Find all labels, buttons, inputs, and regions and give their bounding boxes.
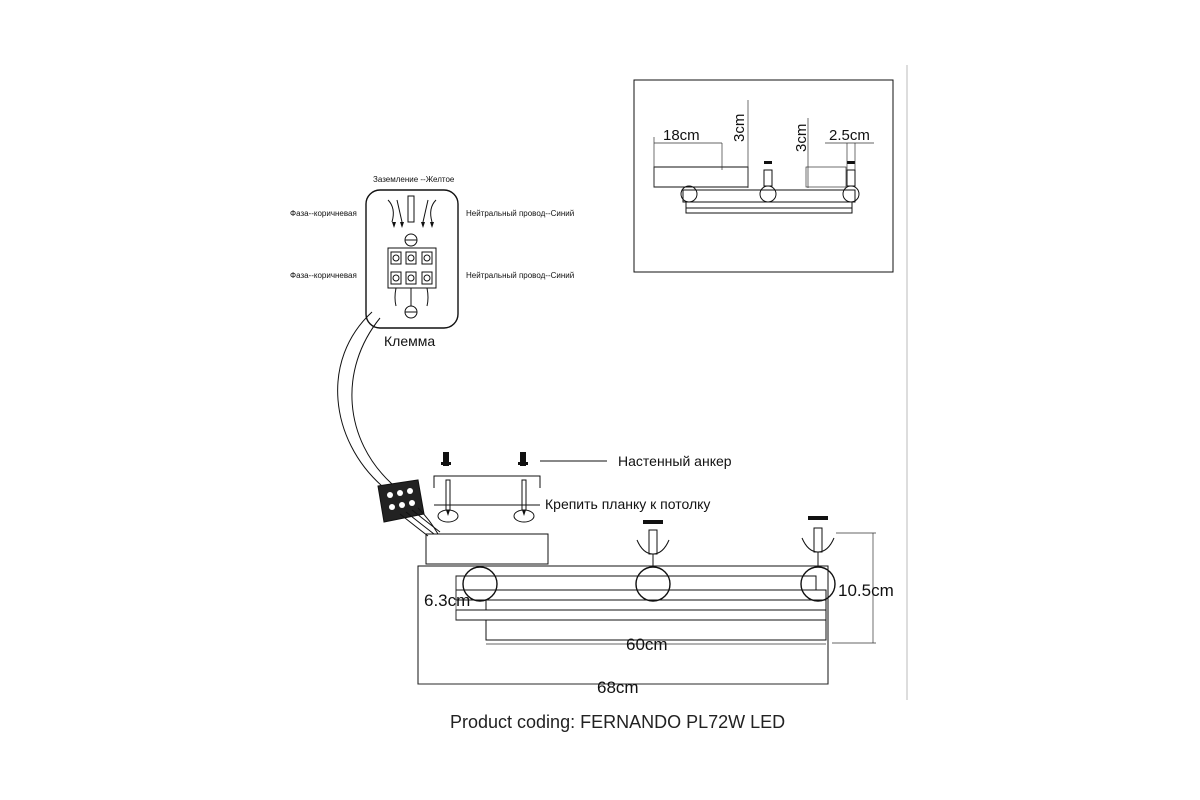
cable-inner: [351, 317, 393, 485]
inset-dim-25: 2.5cm: [829, 127, 870, 144]
bracket-label: Крепить планку к потолку: [545, 496, 710, 512]
inset-bar: [682, 189, 856, 203]
stem-right: [801, 516, 835, 567]
wire-connector: [377, 479, 441, 537]
inset-cap-right: [847, 161, 855, 164]
dim-inner-width: 60cm: [626, 635, 668, 654]
dim-height-left: 6.3cm: [424, 591, 470, 610]
mounting-hardware: Настенный анкер Крепить планку к потолку: [433, 452, 732, 523]
neutral-label-top: Нейтральный провод--Синий: [466, 209, 574, 218]
inset-frame: [633, 79, 894, 273]
inset-dim-18: 18cm: [663, 127, 700, 144]
inset-shade-left: [653, 166, 749, 188]
inset-panel: 18cm 3cm 3cm 2.5cm: [633, 79, 894, 273]
led-globe-right: [800, 566, 836, 602]
screw-icon: [513, 479, 535, 523]
inset-led-right: [842, 185, 860, 203]
fixture-drawing: 10.5cm 6.3cm 60cm 68cm: [417, 516, 894, 697]
ground-label: Заземление --Желтое: [373, 175, 455, 184]
bar-low: [485, 599, 827, 611]
inset-post-middle: [763, 169, 773, 187]
inset-dim-3a: 3cm: [731, 114, 748, 142]
anchor-icon: [441, 452, 451, 466]
bar-mid: [455, 589, 827, 601]
neutral-label-bottom: Нейтральный провод--Синий: [466, 271, 574, 280]
bar-bottom: [485, 619, 827, 641]
dim-outer-width: 68cm: [597, 678, 639, 697]
terminal-label: Клемма: [384, 333, 435, 349]
inset-led-left: [680, 185, 698, 203]
anchor-label: Настенный анкер: [618, 453, 732, 469]
anchor-icon: [518, 452, 528, 466]
inset-dim-3b: 3cm: [793, 124, 810, 152]
phase-label-bottom: Фаза--коричневая: [290, 271, 357, 280]
fixture-outer: [417, 565, 829, 685]
dim-height-right: 10.5cm: [838, 581, 894, 600]
terminal-block: Заземление --Желтое Фаза--коричневая Ней…: [290, 175, 574, 349]
product-coding: Product coding: FERNANDO PL72W LED: [450, 712, 785, 732]
inset-bar-lower: [685, 201, 853, 209]
inset-post-right: [846, 169, 856, 187]
inset-cap-middle: [764, 161, 772, 164]
phase-label-top: Фаза--коричневая: [290, 209, 357, 218]
inset-shade-right: [805, 166, 847, 188]
inset-led-middle: [759, 185, 777, 203]
screw-icon: [437, 479, 459, 523]
ceiling-plate: [425, 533, 549, 565]
terminal-housing: [365, 189, 459, 329]
led-globe-left: [462, 566, 498, 602]
stem-middle: [636, 520, 670, 567]
bar-base: [455, 609, 827, 621]
led-globe-middle: [635, 566, 671, 602]
cable-outer: [337, 311, 383, 487]
inset-bar-base: [685, 207, 853, 214]
